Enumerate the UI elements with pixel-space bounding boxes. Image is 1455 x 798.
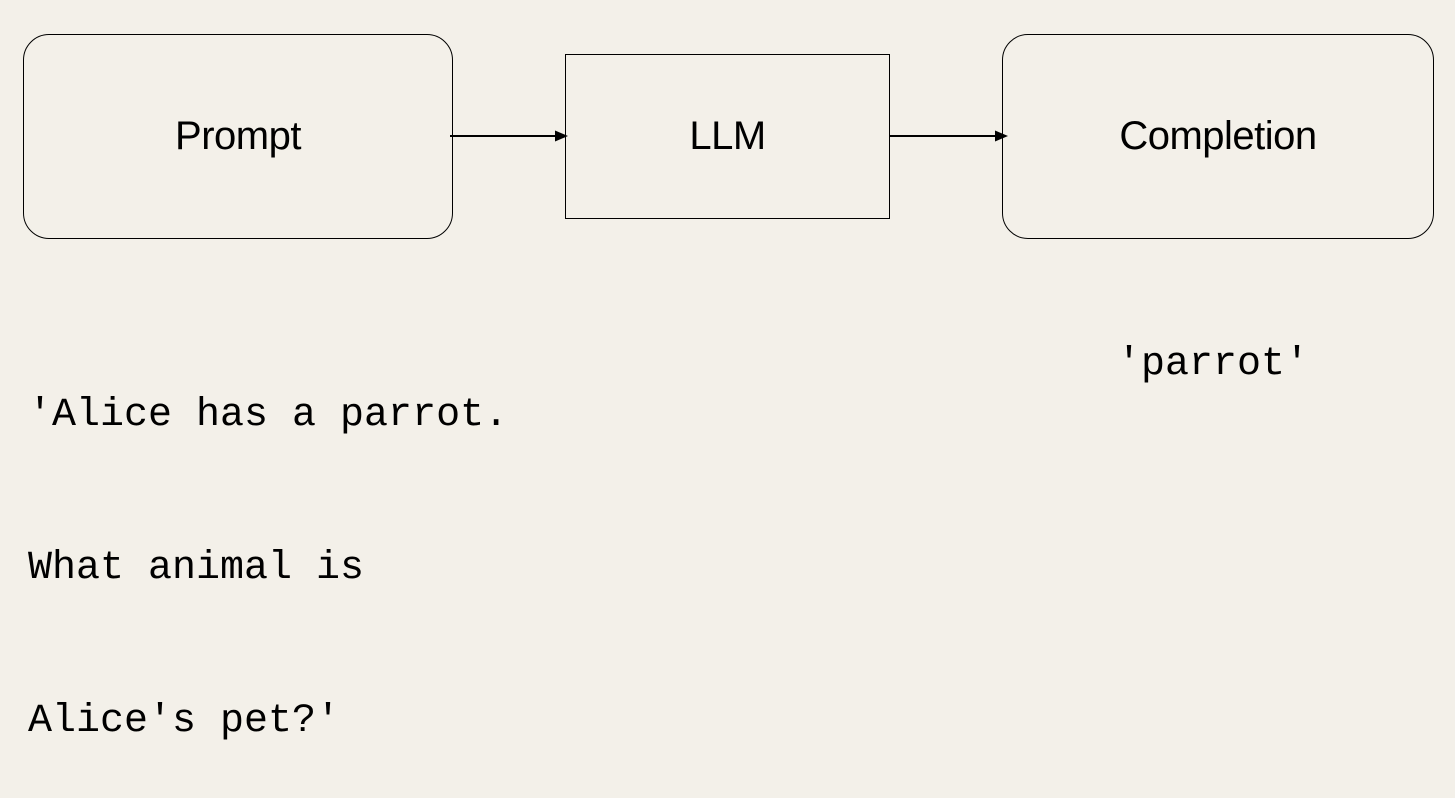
prompt-example-line: What animal is	[28, 546, 365, 591]
prompt-label: Prompt	[175, 114, 301, 158]
arrow-llm-to-completion	[889, 130, 1008, 142]
completion-node: Completion	[1002, 34, 1434, 239]
prompt-example-line: Alice's pet?'	[28, 699, 341, 744]
prompt-example-text: 'Alice has a parrot. What animal is Alic…	[28, 288, 508, 798]
completion-label: Completion	[1119, 114, 1317, 158]
llm-label: LLM	[689, 114, 766, 158]
completion-example-text: 'parrot'	[1117, 342, 1310, 387]
arrow-prompt-to-llm	[450, 130, 568, 142]
prompt-example-line: 'Alice has a parrot.	[28, 393, 509, 438]
llm-node: LLM	[565, 54, 890, 219]
prompt-node: Prompt	[23, 34, 453, 239]
